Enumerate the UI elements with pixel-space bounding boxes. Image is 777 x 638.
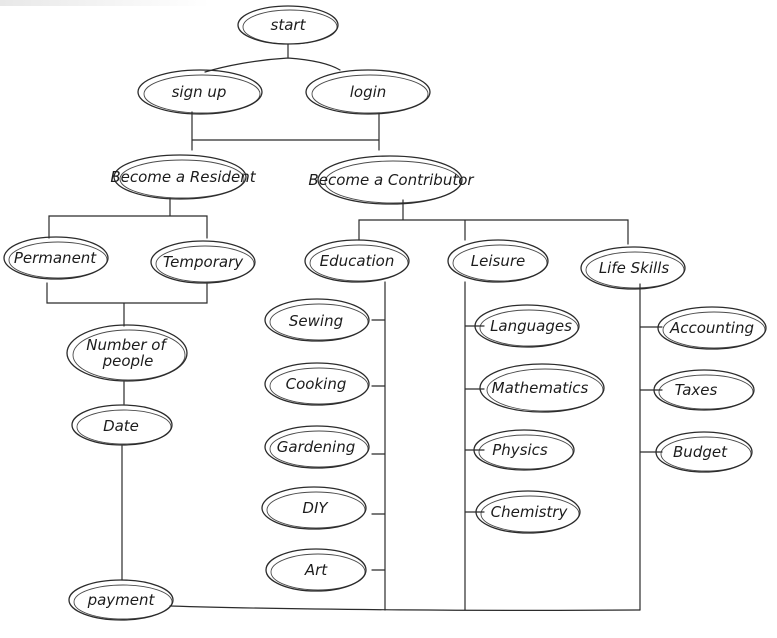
- node-languages-label: Languages: [490, 317, 572, 335]
- node-diy-label: DIY: [302, 499, 329, 517]
- node-physics-label: Physics: [492, 441, 548, 459]
- node-permanent-label: Permanent: [14, 249, 97, 267]
- node-cooking: Cooking: [264, 362, 370, 406]
- node-cooking-label: Cooking: [286, 375, 347, 393]
- node-payment: payment: [68, 579, 174, 621]
- node-become-resident-label: Become a Resident: [110, 168, 256, 186]
- node-leisure-label: Leisure: [471, 252, 525, 270]
- node-temporary-label: Temporary: [163, 253, 244, 271]
- node-login: login: [305, 69, 431, 115]
- node-become-contributor: Become a Contributor: [308, 155, 474, 205]
- node-life-skills: Life Skills: [580, 246, 686, 290]
- node-mathematics-label: Mathematics: [492, 379, 589, 397]
- node-number-of-people: Number of people: [66, 324, 188, 382]
- node-accounting-label: Accounting: [669, 319, 754, 337]
- node-taxes-label: Taxes: [675, 381, 718, 399]
- node-chemistry: Chemistry: [475, 490, 581, 534]
- node-temporary: Temporary: [150, 240, 256, 284]
- node-number-of-people-label-1: Number of: [86, 336, 168, 354]
- node-languages: Languages: [474, 304, 580, 348]
- node-mathematics: Mathematics: [479, 363, 605, 413]
- top-edge-shadow: [0, 0, 210, 6]
- node-become-resident: Become a Resident: [110, 154, 257, 200]
- connectors: [46, 43, 663, 611]
- node-diy: DIY: [261, 486, 367, 530]
- node-sewing: Sewing: [264, 298, 370, 342]
- node-sign-up: sign up: [137, 69, 263, 115]
- node-gardening: Gardening: [264, 425, 370, 469]
- node-budget-label: Budget: [673, 443, 728, 461]
- node-accounting: Accounting: [657, 306, 767, 350]
- node-education: Education: [304, 239, 410, 283]
- node-sewing-label: Sewing: [289, 312, 343, 330]
- node-physics: Physics: [473, 429, 575, 471]
- node-budget: Budget: [655, 431, 753, 473]
- node-leisure: Leisure: [447, 239, 549, 283]
- node-start: start: [237, 5, 339, 45]
- node-sign-up-label: sign up: [172, 83, 227, 101]
- node-permanent: Permanent: [3, 236, 109, 280]
- node-chemistry-label: Chemistry: [491, 503, 569, 521]
- node-number-of-people-label-2: people: [102, 352, 154, 370]
- node-date: Date: [71, 404, 173, 446]
- node-gardening-label: Gardening: [277, 438, 355, 456]
- node-become-contributor-label: Become a Contributor: [308, 171, 474, 189]
- node-education-label: Education: [320, 252, 395, 270]
- node-payment-label: payment: [87, 591, 156, 609]
- node-date-label: Date: [103, 417, 139, 435]
- node-life-skills-label: Life Skills: [599, 259, 670, 277]
- node-login-label: login: [350, 83, 387, 101]
- node-start-label: start: [271, 16, 307, 34]
- node-art-label: Art: [304, 561, 328, 579]
- node-art: Art: [265, 548, 367, 592]
- node-taxes: Taxes: [653, 369, 755, 411]
